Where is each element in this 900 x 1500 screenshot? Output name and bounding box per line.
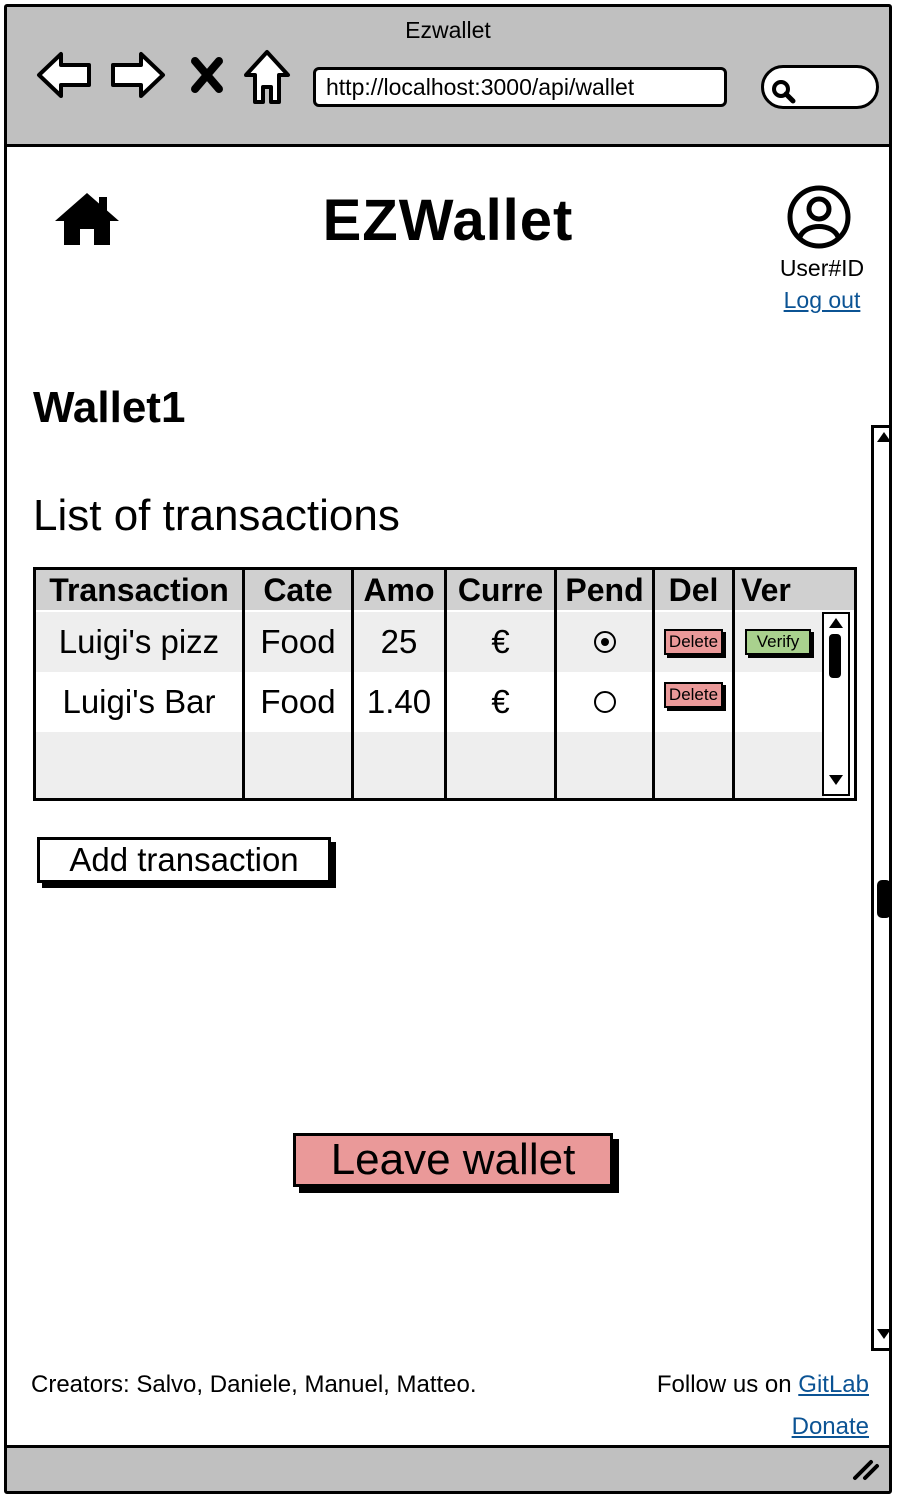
follow-us-prefix: Follow us on: [656, 1371, 799, 1398]
column-header-category: Cate: [263, 571, 333, 608]
column-header-amount: Amo: [363, 571, 435, 608]
gitlab-link[interactable]: GitLab: [798, 1371, 869, 1398]
page-content: EZWallet User#ID Log out Wallet1 List of…: [7, 147, 889, 1447]
address-bar[interactable]: http://localhost:3000/api/wallet: [313, 67, 727, 107]
column-header-pending: Pend: [565, 571, 644, 608]
app-title: EZWallet: [322, 188, 574, 253]
column-header-delete: Del: [668, 571, 719, 608]
table-row: Luigi's pizz Food 25 € Delete Verify: [36, 612, 824, 672]
browser-search-field[interactable]: [761, 65, 879, 109]
delete-button[interactable]: Delete: [663, 682, 724, 708]
table-row: Luigi's Bar Food 1.40 € Delete: [36, 672, 824, 732]
column-header-verify: Ver: [741, 571, 791, 608]
cell-amount: 25: [380, 623, 418, 660]
scroll-up-arrow-icon[interactable]: [876, 430, 889, 449]
column-divider: [444, 570, 447, 798]
user-account-icon[interactable]: [785, 183, 853, 256]
cell-transaction: Luigi's pizz: [58, 623, 220, 660]
stop-icon[interactable]: [189, 55, 225, 100]
cell-transaction: Luigi's Bar: [62, 683, 216, 720]
creators-text: Creators: Salvo, Daniele, Manuel, Matteo…: [31, 1371, 477, 1398]
pending-radio[interactable]: [593, 631, 616, 653]
add-transaction-button[interactable]: Add transaction: [37, 837, 331, 883]
cell-verify: Verify: [735, 612, 821, 672]
scroll-thumb[interactable]: [877, 880, 889, 918]
delete-button[interactable]: Delete: [663, 629, 724, 655]
cell-currency: €: [491, 623, 510, 660]
transactions-list-title: List of transactions: [33, 491, 400, 540]
cell-currency: €: [491, 683, 510, 720]
leave-wallet-button[interactable]: Leave wallet: [293, 1133, 613, 1187]
cell-delete: Delete: [655, 612, 732, 672]
verify-button[interactable]: Verify: [744, 629, 812, 655]
resize-grip-icon[interactable]: [851, 1456, 881, 1487]
donate-link[interactable]: Donate: [791, 1413, 869, 1440]
forward-arrow-icon[interactable]: [109, 49, 167, 106]
table-scrollbar[interactable]: [822, 612, 850, 796]
window-title: Ezwallet: [405, 17, 491, 43]
home-icon[interactable]: [53, 191, 121, 252]
column-divider: [554, 570, 557, 798]
follow-us-text: Follow us on GitLab: [657, 1371, 869, 1399]
column-divider: [351, 570, 354, 798]
logout-link[interactable]: Log out: [783, 287, 861, 313]
cell-pending: [557, 672, 652, 732]
page-scrollbar[interactable]: [871, 425, 889, 1351]
cell-amount: 1.40: [366, 683, 432, 720]
browser-home-icon[interactable]: [241, 47, 293, 112]
scroll-thumb[interactable]: [829, 634, 841, 678]
user-id-label: User#ID: [779, 255, 865, 281]
column-divider: [652, 570, 655, 798]
cell-category: Food: [260, 683, 336, 720]
column-header-currency: Curre: [457, 571, 544, 608]
scroll-down-arrow-icon[interactable]: [876, 1327, 889, 1346]
pending-radio[interactable]: [593, 691, 616, 713]
column-header-transaction: Transaction: [49, 571, 229, 608]
status-bar: [7, 1445, 889, 1491]
transactions-table: Transaction Cate Amo Curre Pend Del Ver …: [33, 567, 857, 801]
table-row: [36, 732, 824, 798]
scroll-down-arrow-icon[interactable]: [828, 773, 844, 792]
wallet-name-heading: Wallet1: [33, 383, 186, 432]
column-divider: [242, 570, 245, 798]
cell-pending: [557, 612, 652, 672]
browser-window: Ezwallet http://localhost:3000/api/walle…: [4, 4, 892, 1494]
browser-chrome: Ezwallet http://localhost:3000/api/walle…: [7, 7, 889, 147]
back-arrow-icon[interactable]: [35, 49, 93, 106]
column-divider: [732, 570, 735, 798]
scroll-up-arrow-icon[interactable]: [828, 616, 844, 635]
cell-delete: Delete: [655, 672, 732, 732]
cell-category: Food: [260, 623, 336, 660]
